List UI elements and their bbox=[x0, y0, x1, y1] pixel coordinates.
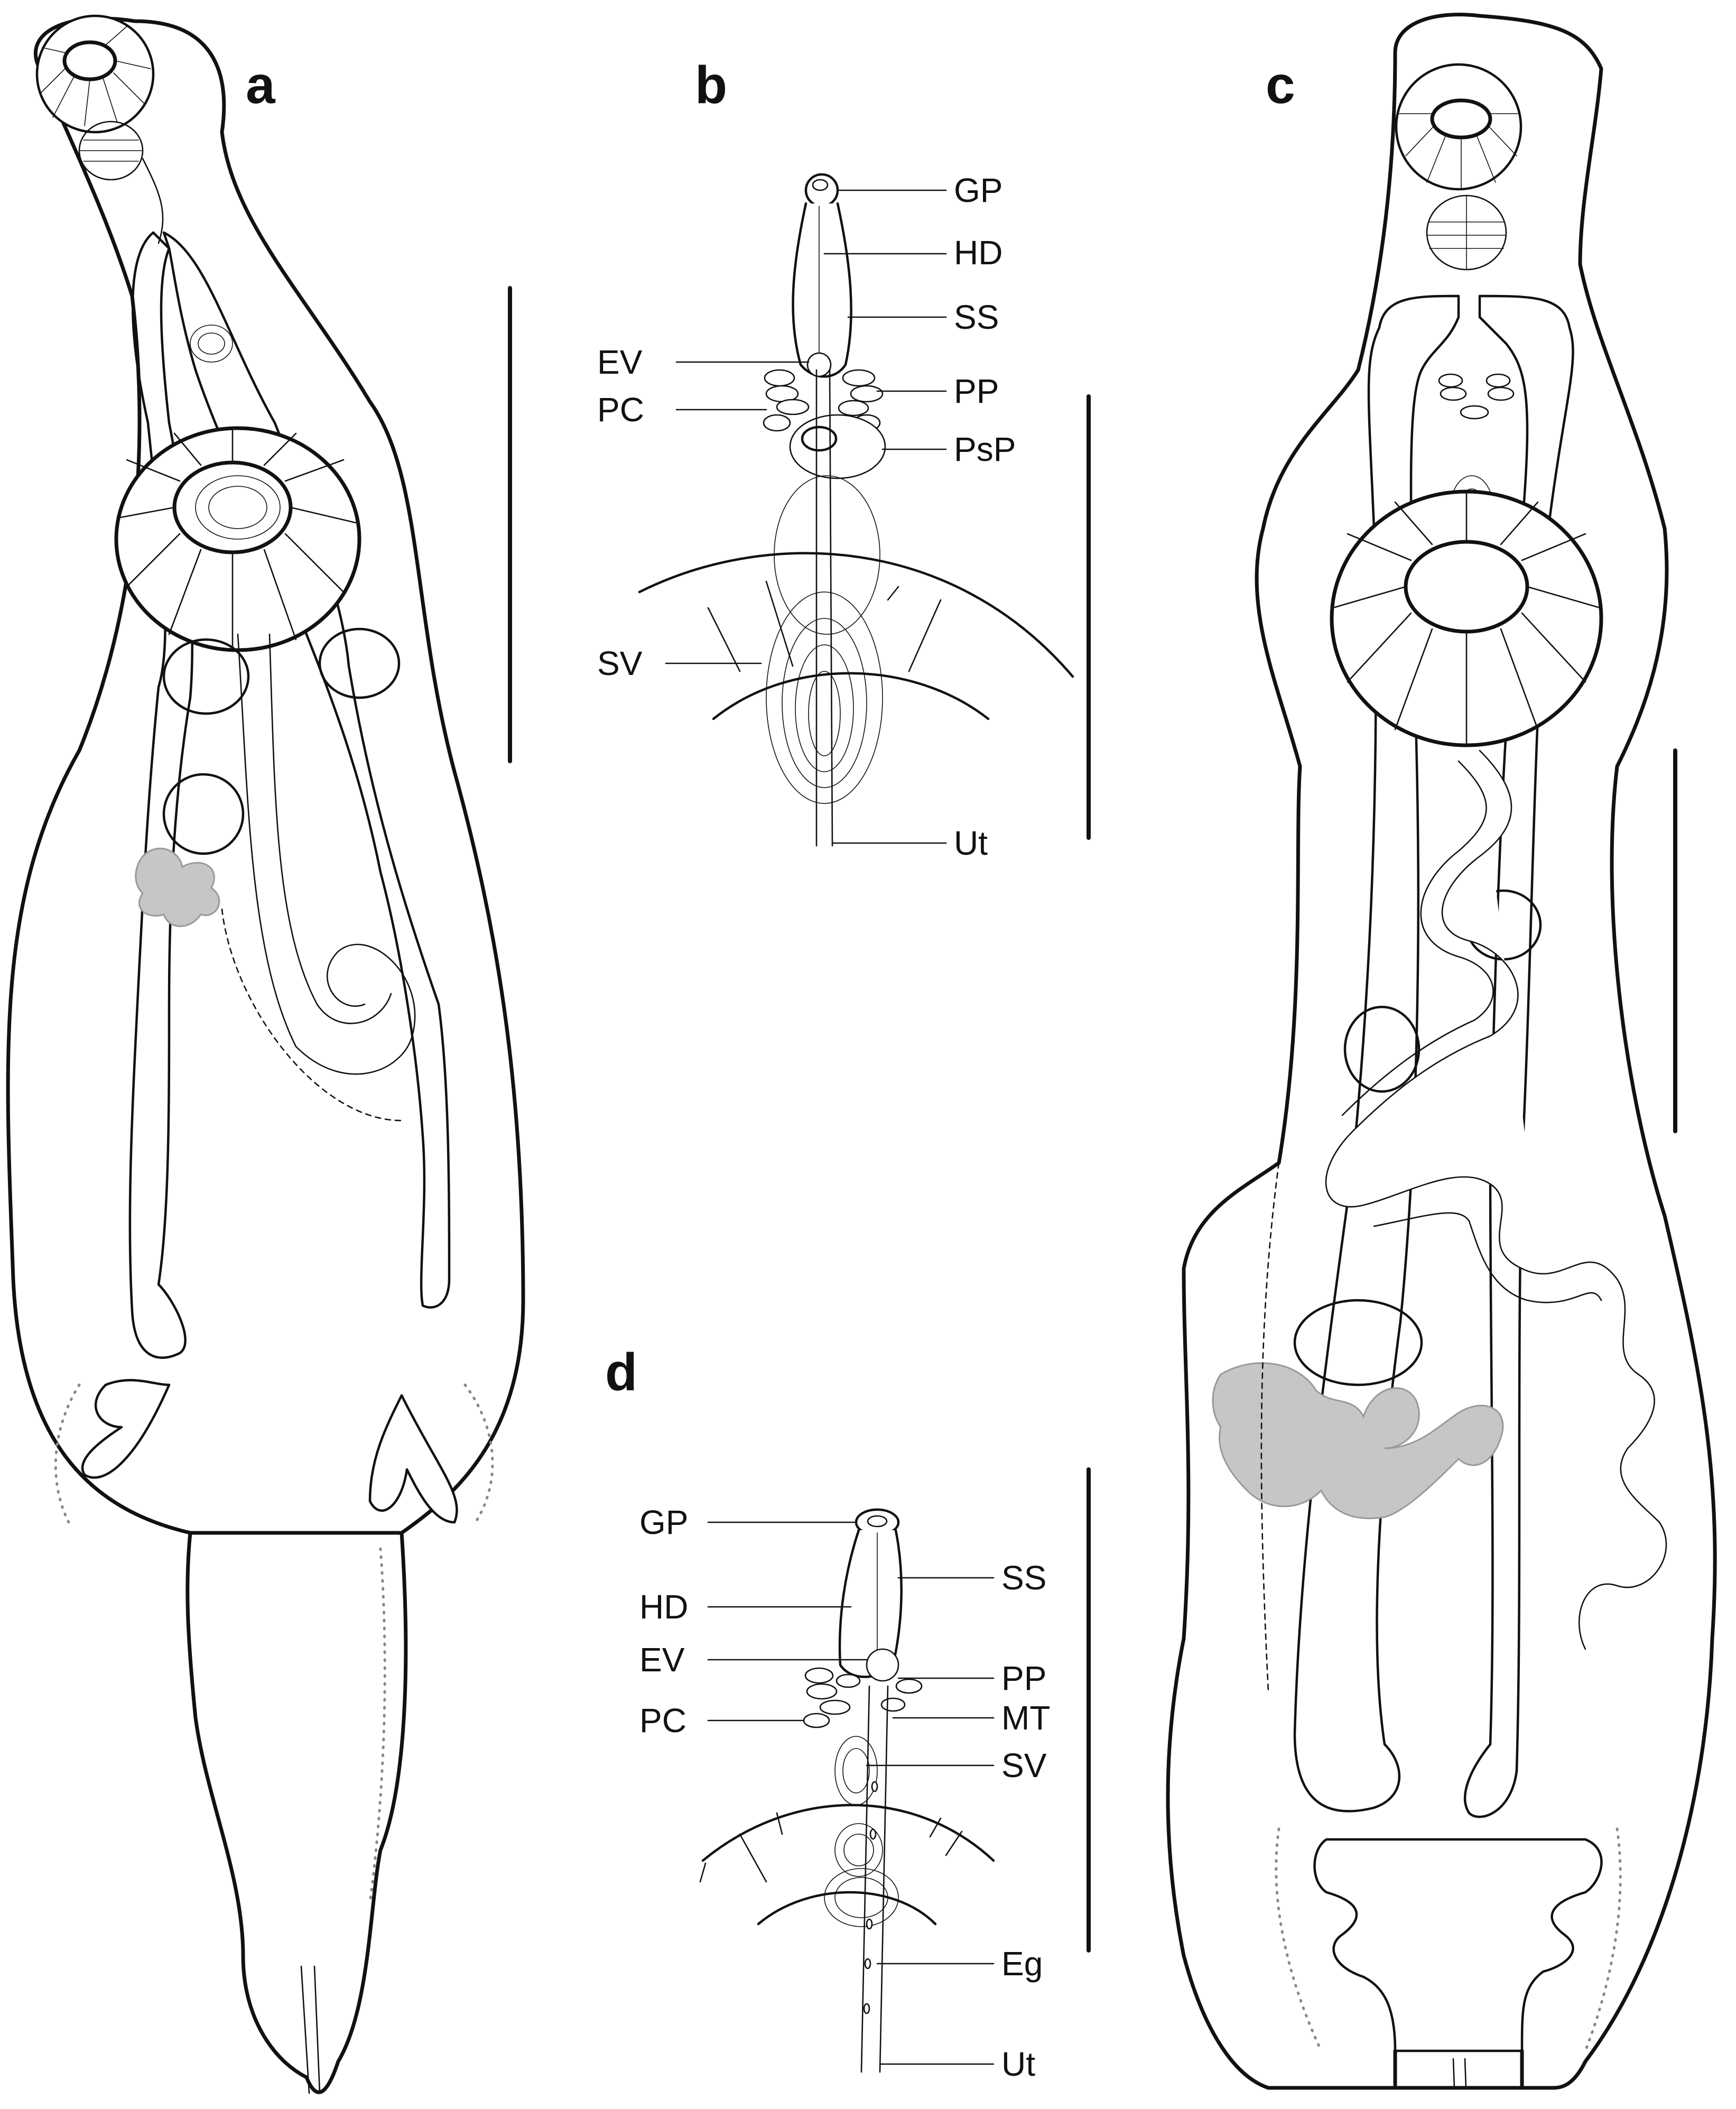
panel-d-label-pp: PP bbox=[1001, 1659, 1046, 1697]
panel-a-ovary bbox=[162, 773, 245, 855]
panel-b-seminal-vesicle bbox=[766, 475, 883, 804]
panel-d-label-ss: SS bbox=[1001, 1559, 1046, 1597]
panel-d-label-gp: GP bbox=[639, 1503, 688, 1541]
panel-d: d bbox=[605, 1343, 1091, 2083]
panel-c-letter: c bbox=[1266, 56, 1295, 115]
panel-a-uterus bbox=[237, 633, 416, 1075]
panel-b-label-pc: PC bbox=[597, 391, 644, 429]
panel-b-label-gp: GP bbox=[954, 171, 1002, 209]
panel-c-body-outline bbox=[1166, 13, 1717, 2090]
panel-a-letter: a bbox=[246, 56, 276, 115]
panel-b-label-sv: SV bbox=[597, 644, 643, 682]
panel-c-ovary bbox=[1293, 1299, 1423, 1386]
panel-d-label-ev: EV bbox=[639, 1641, 685, 1679]
panel-a-pharynx bbox=[78, 121, 144, 181]
panel-d-label-sv: SV bbox=[1001, 1746, 1047, 1784]
panel-a-testis-left bbox=[162, 638, 250, 715]
panel-a-lateral-lobe-left bbox=[81, 1379, 171, 1479]
panel-d-letter: d bbox=[605, 1343, 637, 1402]
panel-b-ejaculatory-vesicle bbox=[806, 352, 832, 377]
panel-c-uterus bbox=[1325, 750, 1667, 1650]
panel-c-ventral-sucker-opening bbox=[1404, 540, 1529, 634]
panel-b-label-ev: EV bbox=[597, 343, 643, 381]
panel-c: c bbox=[1166, 13, 1717, 2090]
panel-c-oral-sucker-opening bbox=[1430, 98, 1492, 140]
panel-c-testis-posterior bbox=[1343, 1005, 1421, 1093]
panel-a-lateral-lobe-right bbox=[368, 1394, 458, 1524]
panel-a-oral-sucker-radials bbox=[41, 26, 151, 126]
panel-a-tail bbox=[185, 1531, 408, 2094]
panel-a-oral-sucker-opening bbox=[62, 40, 117, 81]
panel-a: a bbox=[6, 14, 525, 2094]
panel-b-label-ut: Ut bbox=[954, 824, 988, 862]
panel-d-label-mt: MT bbox=[1001, 1699, 1050, 1737]
panel-d-label-eg: Eg bbox=[1001, 1945, 1043, 1983]
panel-a-testis-right bbox=[318, 627, 401, 699]
panel-b-letter: b bbox=[695, 56, 727, 115]
panel-b-label-hd: HD bbox=[954, 234, 1002, 272]
panel-a-body-outline bbox=[6, 16, 525, 1535]
panel-d-label-pc: PC bbox=[639, 1701, 686, 1740]
panel-d-label-hd: HD bbox=[639, 1588, 688, 1626]
panel-b-label-ss: SS bbox=[954, 298, 999, 336]
panel-d-label-ut: Ut bbox=[1001, 2045, 1035, 2083]
panel-b-label-psp: PsP bbox=[954, 430, 1016, 468]
panel-b-label-pp: PP bbox=[954, 372, 999, 410]
panel-b-pars-prostatica bbox=[789, 414, 886, 479]
panel-a-gland bbox=[135, 847, 220, 927]
panel-b-sinus-sac bbox=[792, 202, 852, 378]
panel-c-gland bbox=[1212, 1362, 1504, 1520]
panel-a-ventral-sucker-radials bbox=[116, 428, 359, 649]
panel-b: b bbox=[597, 56, 1091, 862]
panel-d-ejaculatory-vesicle bbox=[866, 1648, 899, 1682]
panel-d-prostatic-cells bbox=[803, 1667, 923, 1728]
panel-d-sinus-sac bbox=[838, 1529, 903, 1678]
